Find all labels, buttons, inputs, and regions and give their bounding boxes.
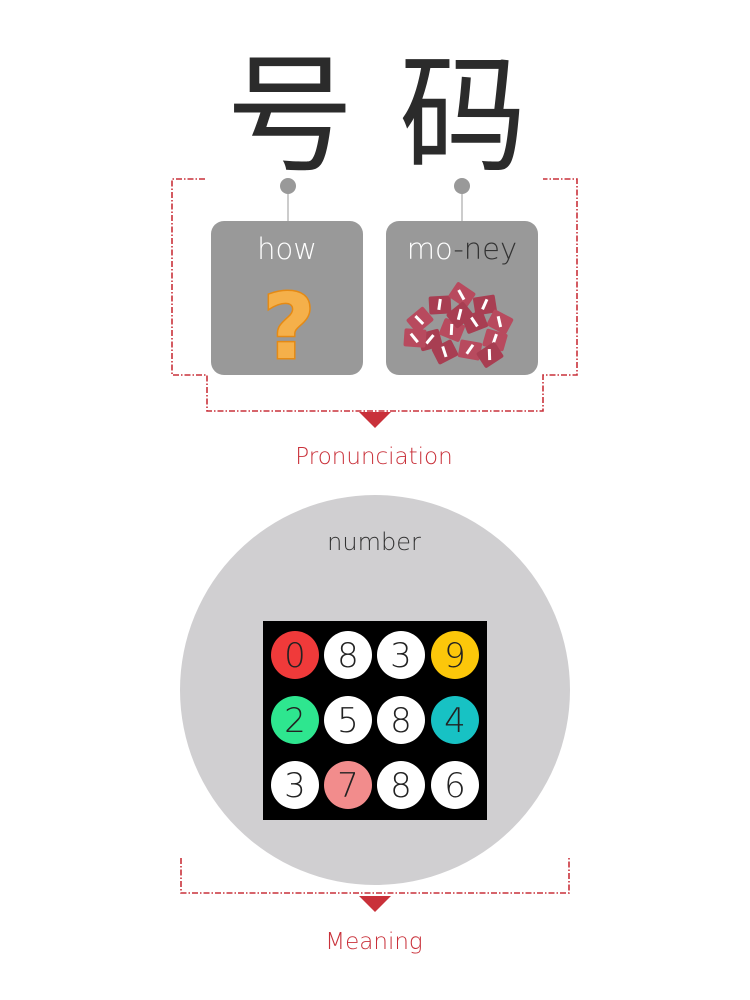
keypad-ball	[271, 696, 319, 744]
pronunciation-label: Pronunciation	[295, 444, 452, 470]
keypad-ball	[377, 696, 425, 744]
syllable-separator: -	[453, 232, 463, 266]
keypad-ball	[431, 631, 479, 679]
money-mark	[457, 289, 466, 301]
syllable-text-a: mo	[407, 232, 454, 266]
money-mark	[414, 315, 425, 325]
money-mark	[469, 316, 479, 328]
money-mark	[441, 345, 448, 358]
keypad-digit: 7	[337, 766, 359, 806]
keypad-ball	[324, 631, 372, 679]
keypad-digit: 3	[284, 766, 306, 806]
keypad-digit: 8	[337, 636, 359, 676]
keypad-ball	[324, 761, 372, 809]
syllable-text: mo-ney	[407, 232, 517, 266]
keypad-digit: 5	[337, 701, 359, 741]
money-mark	[425, 334, 435, 345]
money-mark	[409, 332, 419, 344]
meaning-label: Meaning	[325, 929, 422, 955]
money-pile-icon	[403, 282, 514, 368]
syllable-text-b: ney	[464, 232, 517, 266]
keypad-digit: 2	[284, 701, 306, 741]
meaning-word: number	[327, 528, 421, 556]
pronunciation-arrow-icon	[359, 412, 391, 428]
keypad-ball	[271, 631, 319, 679]
money-mark	[456, 308, 463, 321]
money-mark	[465, 343, 475, 355]
money-mark	[496, 315, 503, 328]
keypad-digit: 4	[444, 701, 466, 741]
syllable-card-how: how ?	[211, 221, 363, 382]
title-char-ma: 码	[399, 42, 527, 191]
money-mark	[481, 298, 489, 310]
meaning-arrow-icon	[359, 896, 391, 912]
pin-dot	[454, 178, 470, 194]
money-mark	[487, 348, 492, 361]
money-mark	[449, 323, 454, 336]
keypad-ball	[377, 631, 425, 679]
keypad-ball	[324, 696, 372, 744]
syllable-text: how	[257, 232, 317, 266]
title-char-hao: 号	[226, 42, 354, 191]
keypad-ball	[377, 761, 425, 809]
keypad-ball	[431, 761, 479, 809]
card-background	[211, 221, 363, 375]
keypad-digit: 8	[390, 701, 412, 741]
question-mark-icon: ?	[263, 275, 315, 380]
keypad-digit: 9	[444, 636, 466, 676]
keypad-digit: 3	[390, 636, 412, 676]
keypad-ball	[271, 761, 319, 809]
money-mark	[437, 298, 442, 311]
pronunciation-bracket	[171, 178, 578, 412]
keypad-ball	[431, 696, 479, 744]
keypad-digit: 6	[444, 766, 466, 806]
keypad-digit: 0	[284, 636, 306, 676]
keypad-digit: 8	[390, 766, 412, 806]
pin-dot	[280, 178, 296, 194]
money-mark	[491, 333, 498, 346]
meaning-bracket	[180, 858, 570, 894]
